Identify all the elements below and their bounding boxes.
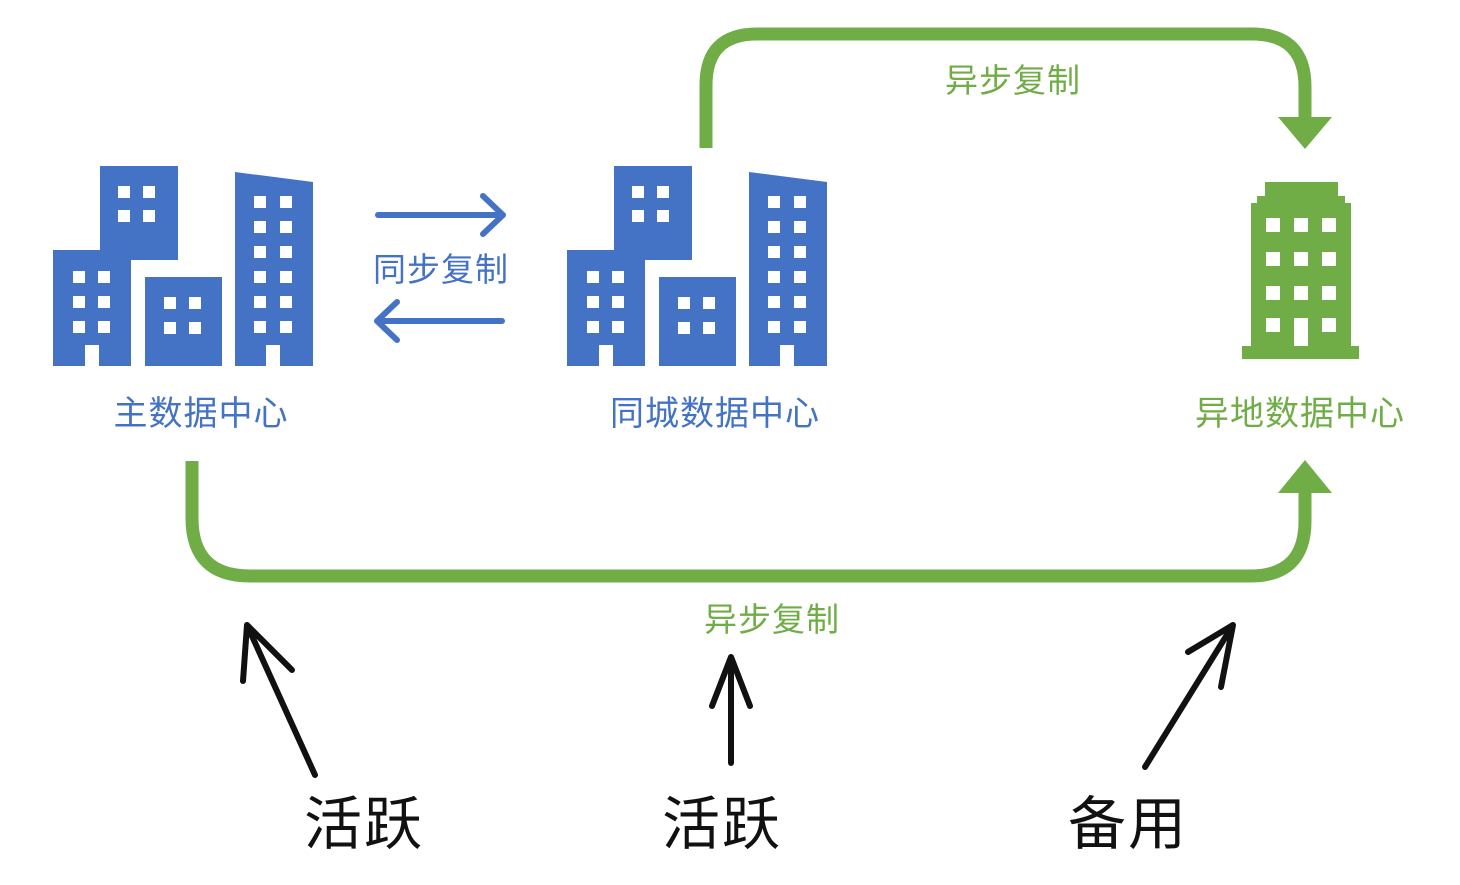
sync-arrow-left xyxy=(374,299,505,343)
primary-role-label: 活跃 xyxy=(303,790,425,858)
async-top-connector xyxy=(699,27,1332,149)
async-bottom-label: 异步复制 xyxy=(704,600,840,639)
async-bottom-line xyxy=(185,461,1312,583)
async-bottom-arrowhead xyxy=(1278,460,1332,493)
same-city-dc-icon xyxy=(567,166,827,366)
async-top-line xyxy=(699,27,1312,148)
same-city-role-label: 活跃 xyxy=(661,790,783,858)
sync-replication-arrows xyxy=(374,193,506,343)
primary-dc-icon xyxy=(53,166,313,366)
async-top-label: 异步复制 xyxy=(945,61,1081,100)
remote-dc-icon xyxy=(1242,182,1359,359)
same-city-dc-label: 同城数据中心 xyxy=(610,394,820,434)
remote-dc-label: 异地数据中心 xyxy=(1195,394,1405,434)
sync-replication-label: 同步复制 xyxy=(373,250,509,289)
async-top-arrowhead xyxy=(1278,117,1332,149)
sync-arrow-right xyxy=(375,193,506,237)
primary-dc-label: 主数据中心 xyxy=(113,394,289,434)
pointer-arrow-primary xyxy=(240,622,318,778)
remote-role-label: 备用 xyxy=(1067,790,1189,858)
pointer-arrow-same-city xyxy=(709,654,753,766)
role-pointer-arrows xyxy=(240,622,1236,778)
pointer-arrow-remote xyxy=(1142,622,1236,770)
async-bottom-connector xyxy=(185,460,1332,583)
